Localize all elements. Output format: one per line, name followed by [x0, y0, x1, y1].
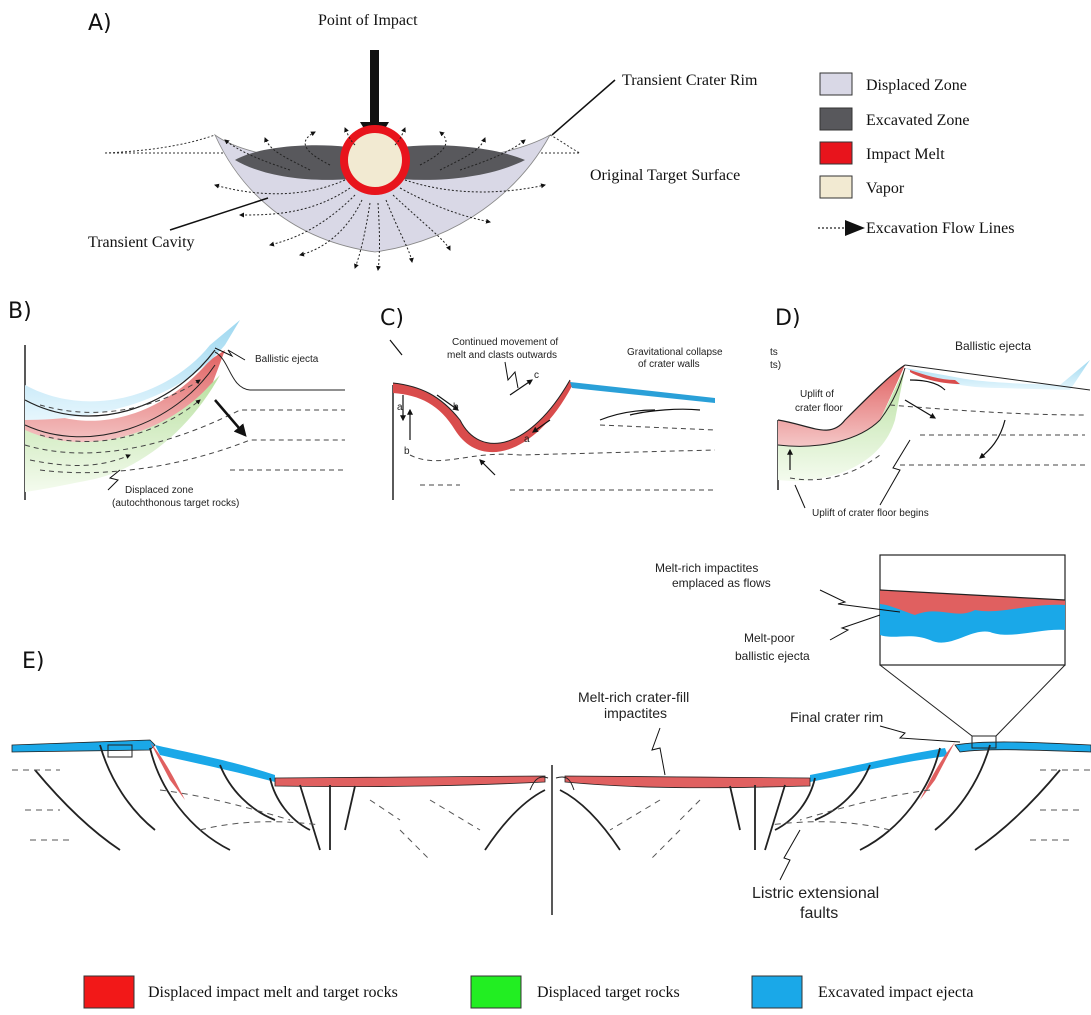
panel-c-mark-c: c	[534, 370, 539, 381]
panel-c-continued-line2: melt and clasts outwards	[447, 350, 557, 361]
legend-flow-arrow-icon	[845, 220, 865, 236]
legend-impact-melt-swatch	[819, 141, 853, 165]
vapor-core	[348, 133, 402, 187]
panel-b: B) Ballistic ejecta Displaced zone (auto…	[8, 299, 345, 509]
panel-c: C) b a b a c Continued movement of melt …	[380, 306, 723, 500]
crater-fill-line1: Melt-rich crater-fill	[578, 689, 689, 705]
melt-rich-impactites-line1: Melt-rich impactites	[655, 561, 758, 575]
panel-c-mark-a1: a	[397, 402, 403, 413]
panel-a: A) Point of Impact	[88, 11, 1014, 271]
legend-melt-target-label: Displaced impact melt and target rocks	[148, 984, 398, 1001]
legend-target-rocks-label: Displaced target rocks	[537, 984, 680, 1001]
panel-d-fragment1: ts	[770, 347, 778, 358]
legend-excavated-zone-swatch	[819, 107, 853, 131]
panel-c-mark-b1: b	[453, 402, 459, 413]
panel-c-continued-line1: Continued movement of	[452, 337, 558, 348]
listric-faults-line2: faults	[800, 905, 838, 922]
listric-faults	[34, 744, 1061, 851]
panel-b-displaced-zone-label: Displaced zone	[125, 485, 194, 496]
legend-excavated-zone-label: Excavated Zone	[866, 112, 970, 129]
panel-d-uplift-line1: Uplift of	[800, 389, 834, 400]
panel-d-fragment2: ts)	[770, 360, 781, 371]
bottom-legend: Displaced impact melt and target rocks D…	[83, 975, 973, 1009]
panel-d-uplift-line2: crater floor	[795, 403, 843, 414]
point-of-impact-label: Point of Impact	[318, 12, 418, 29]
panel-c-mark-b2: b	[404, 446, 410, 457]
legend-vapor-swatch	[819, 175, 853, 199]
excavation-flow-lines	[214, 127, 546, 271]
crater-fill-line2: impactites	[604, 705, 667, 721]
panel-b-autochthonous-label: (autochthonous target rocks)	[112, 498, 239, 509]
panel-c-collapse-line2: of crater walls	[638, 359, 700, 370]
transient-cavity-label: Transient Cavity	[88, 234, 195, 251]
panel-d-ballistic-ejecta-label: Ballistic ejecta	[955, 339, 1031, 353]
cavity-leader	[169, 197, 269, 231]
rim-left-dotted	[104, 134, 216, 154]
ejecta-inset	[879, 554, 1066, 737]
panel-b-ballistic-ejecta-label: Ballistic ejecta	[255, 354, 319, 365]
panel-e-letter: E)	[22, 649, 44, 674]
ejecta-detail-box-left	[107, 744, 133, 758]
panel-e: E)	[11, 554, 1091, 922]
rim-leader	[551, 79, 616, 136]
panel-a-legend: Displaced Zone Excavated Zone Impact Mel…	[818, 72, 1014, 237]
original-target-surface-label: Original Target Surface	[590, 167, 740, 184]
legend-displaced-zone-label: Displaced Zone	[866, 77, 967, 94]
legend-flow-lines-label: Excavation Flow Lines	[866, 220, 1014, 237]
final-crater-rim-label: Final crater rim	[790, 709, 883, 725]
legend-target-rocks-swatch	[470, 975, 522, 1009]
panel-a-letter: A)	[88, 11, 112, 36]
ejecta-detail-box-right	[971, 735, 997, 749]
panel-c-letter: C)	[380, 306, 404, 331]
melt-rich-impactites-line2: emplaced as flows	[672, 576, 771, 590]
rim-right-dotted	[549, 134, 581, 154]
panel-c-collapse-line1: Gravitational collapse	[627, 347, 723, 358]
legend-vapor-label: Vapor	[866, 180, 905, 197]
panel-d-uplift-begins-label: Uplift of crater floor begins	[812, 508, 929, 519]
melt-poor-line1: Melt-poor	[744, 631, 795, 645]
legend-melt-target-swatch	[83, 975, 135, 1009]
legend-ejecta-swatch	[751, 975, 803, 1009]
panel-d: D) ts ts) Ballistic ejecta Uplift of cra…	[770, 306, 1091, 519]
legend-displaced-zone-swatch	[819, 72, 853, 96]
panel-b-letter: B)	[8, 299, 32, 324]
legend-ejecta-label: Excavated impact ejecta	[818, 984, 973, 1001]
listric-faults-line1: Listric extensional	[752, 885, 879, 902]
transient-crater-rim-label: Transient Crater Rim	[622, 72, 758, 89]
legend-impact-melt-label: Impact Melt	[866, 146, 945, 163]
panel-d-letter: D)	[775, 306, 801, 331]
melt-poor-line2: ballistic ejecta	[735, 649, 810, 663]
panel-c-mark-a2: a	[524, 434, 530, 445]
